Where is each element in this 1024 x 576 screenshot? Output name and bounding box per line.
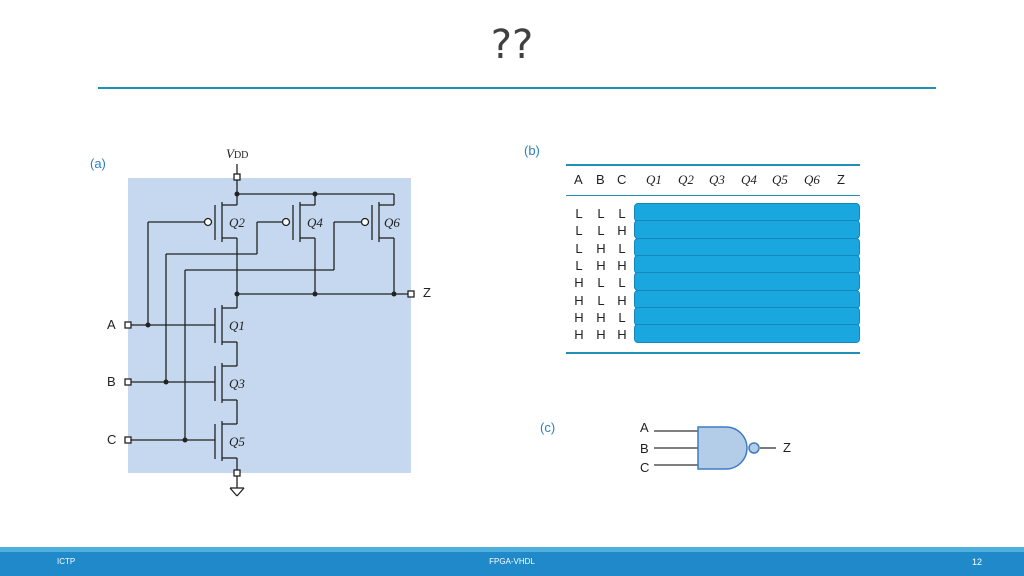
header-q1: Q1 [646,172,662,187]
header-z: Z [837,172,845,187]
table-top-rule [566,164,860,166]
output-z-label: Z [423,285,431,300]
table-cell: L [597,223,605,239]
table-cell: L [575,223,583,239]
table-cell: H [574,275,584,291]
table-cell: L [597,292,605,308]
header-q2: Q2 [678,172,694,187]
table-cell: L [618,275,626,291]
table-cell: H [574,292,584,308]
table-cell: H [574,327,584,343]
truth-table-panel-label: (b) [524,143,540,158]
gate-output-z-label: Z [783,440,791,455]
transistor-q2-label: Q2 [229,215,245,230]
header-q5: Q5 [772,172,788,187]
slide-title: ?? [490,22,534,68]
table-cell: H [617,327,627,343]
hidden-output-bar [634,324,860,344]
transistor-q3-label: Q3 [229,376,245,391]
table-cell: H [617,257,627,273]
table-cell: H [596,309,606,325]
table-header-rule [566,195,860,196]
input-c-label: C [107,432,117,447]
table-cell: H [617,223,627,239]
header-a: A [574,172,583,187]
gate-input-a-label: A [640,420,649,435]
transistor-q5-label: Q5 [229,434,245,449]
table-cell: L [597,275,605,291]
transistor-q1-label: Q1 [229,318,245,333]
gate-input-b-label: B [640,441,649,456]
header-q3: Q3 [709,172,725,187]
table-cell: H [596,327,606,343]
circuit-panel-label: (a) [90,156,106,171]
table-cell: H [596,257,606,273]
header-c: C [617,172,627,187]
table-cell: H [574,309,584,325]
footer-center-text: FPGA-VHDL [489,557,535,566]
header-b: B [596,172,605,187]
table-cell: L [575,240,583,256]
table-cell: L [618,309,626,325]
table-cell: L [575,206,583,221]
table-cell: L [575,257,583,273]
input-b-label: B [107,374,116,389]
table-cell: H [617,292,627,308]
gate-input-c-label: C [640,460,650,475]
title-divider [98,87,936,89]
header-q6: Q6 [804,172,820,187]
table-cell: L [618,240,626,256]
input-a-label: A [107,317,116,332]
gate-panel-label: (c) [540,420,556,435]
table-cell: H [596,240,606,256]
transistor-q4-label: Q4 [307,215,323,230]
footer-left-text: ICTP [57,557,76,566]
vdd-label: VDD [226,146,249,161]
table-bottom-rule [566,352,860,354]
table-cell: L [618,206,626,221]
footer-stripe [0,547,1024,552]
transistor-q6-label: Q6 [384,215,400,230]
table-cell: L [597,206,605,221]
page-number: 12 [972,557,983,567]
header-q4: Q4 [741,172,757,187]
